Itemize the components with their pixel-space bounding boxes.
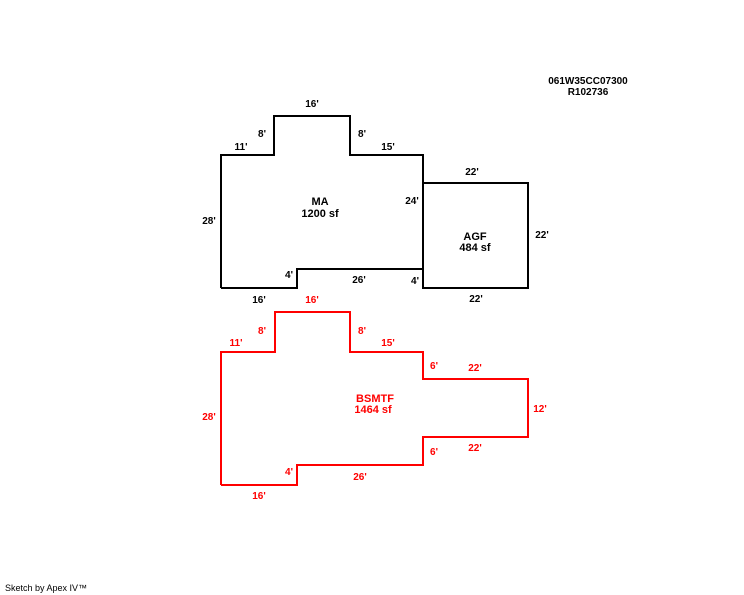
ma-dim-notch-v: 4' [285, 270, 293, 281]
bsmtf-outline [220, 311, 529, 486]
ma-dim-right-step-v: 8' [358, 129, 366, 140]
ma-dim-right-step-h: 15' [381, 142, 395, 153]
account-id: R102736 [568, 87, 609, 98]
bsmtf-dim-lower-ext: 22' [468, 443, 482, 454]
bsmtf-dim-right: 12' [533, 404, 547, 415]
bsmtf-dim-upper-step-v: 6' [430, 361, 438, 372]
bsmtf-dim-left-step-h: 11' [230, 338, 243, 349]
ma-dim-bottom-left: 16' [252, 295, 266, 306]
agf-dim-right: 22' [535, 230, 549, 241]
bsmtf-area: 1464 sf [354, 404, 392, 416]
bsmtf-dim-left-step-v: 8' [258, 326, 266, 337]
bsmtf-dim-top: 16' [305, 295, 319, 306]
bsmtf-dim-right-step-v: 8' [358, 326, 366, 337]
ma-outline [220, 115, 424, 289]
agf-outline [422, 182, 529, 289]
bsmtf-dim-right-step-h: 15' [381, 338, 395, 349]
agf-name: AGF [463, 231, 487, 243]
bsmtf-name: BSMTF [356, 393, 394, 405]
sketch-credit: Sketch by Apex IV™ [5, 583, 87, 593]
bsmtf-dim-notch-h: 26' [353, 472, 367, 483]
ma-name: MA [311, 196, 328, 208]
bsmtf-dim-left: 28' [202, 412, 216, 423]
ma-area: 1200 sf [301, 208, 339, 220]
agf-dim-left-bottom: 4' [411, 276, 419, 287]
ma-dim-left: 28' [202, 216, 216, 227]
ma-dim-left-step-h: 11' [235, 142, 248, 153]
agf-area: 484 sf [459, 242, 491, 254]
bsmtf-dim-bottom-left: 16' [252, 491, 266, 502]
agf-dim-top: 22' [465, 167, 479, 178]
parcel-id: 061W35CC07300 [548, 76, 628, 87]
agf-dim-bottom: 22' [469, 294, 483, 305]
ma-dim-top: 16' [305, 99, 319, 110]
bsmtf-dim-notch-v: 4' [285, 467, 293, 478]
ma-dim-notch-h: 26' [352, 275, 366, 286]
ma-dim-right: 24' [405, 196, 419, 207]
bsmtf-dim-upper-ext: 22' [468, 363, 482, 374]
ma-dim-left-step-v: 8' [258, 129, 266, 140]
bsmtf-dim-lower-step-v: 6' [430, 447, 438, 458]
